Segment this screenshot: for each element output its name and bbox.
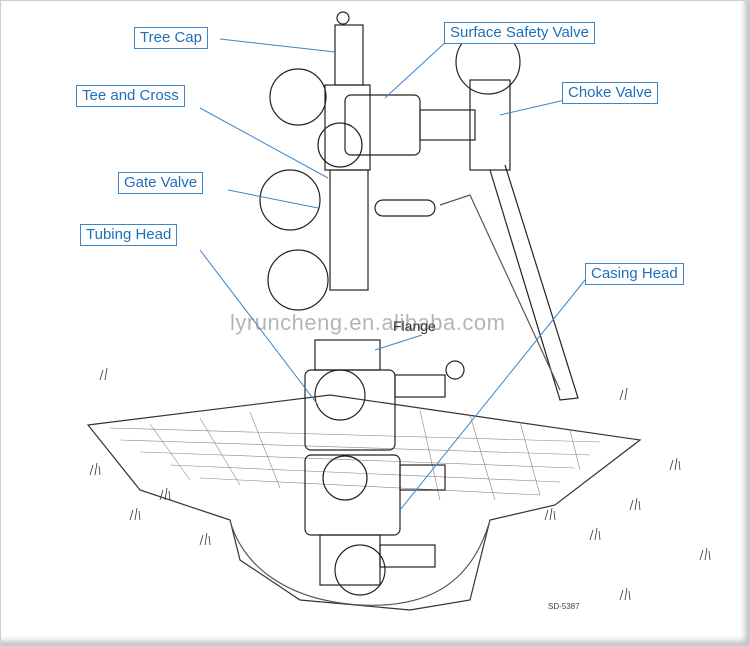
handwheel-tubing (314, 369, 366, 421)
tree-cap-gauge (336, 11, 350, 25)
label-choke-valve: Choke Valve (562, 82, 658, 104)
label-tubing-head: Tubing Head (80, 224, 178, 246)
casing-outlet (399, 464, 446, 491)
grating (109, 409, 601, 501)
pit-inner (229, 519, 491, 606)
tubing-head-body (304, 369, 396, 451)
label-gate-valve: Gate Valve (118, 172, 204, 194)
pressure-gauge (445, 360, 465, 380)
label-tree-cap: Tree Cap (134, 27, 208, 49)
pit-outline (86, 394, 642, 611)
handwheel-lower (334, 544, 386, 596)
flange-body (314, 339, 381, 371)
mid-body (329, 169, 369, 291)
leader-casing-head (399, 279, 586, 511)
leader-choke-valve (499, 99, 566, 116)
lower-outlet (379, 544, 436, 568)
handwheel-gate-1 (259, 169, 321, 231)
leader-tee-and-cross (199, 107, 329, 179)
upper-body (324, 84, 371, 171)
safety-valve-body (344, 94, 421, 156)
leader-lines (199, 38, 586, 511)
lower-body (319, 534, 381, 586)
tree-cap-body (334, 24, 364, 86)
label-surface-safety-valve: Surface Safety Valve (444, 22, 595, 44)
watermark-text: lyruncheng.en.alibaba.com (230, 310, 506, 335)
tubing-outlet (394, 374, 446, 398)
leader-tubing-head (199, 249, 319, 406)
label-tee-and-cross: Tee and Cross (76, 85, 185, 107)
side-pipe (374, 199, 436, 217)
label-flange: Flange (393, 318, 436, 334)
grass (89, 367, 711, 601)
flow-line (489, 164, 579, 401)
handwheel-cross (317, 122, 363, 168)
leader-gate-valve (227, 189, 319, 209)
side-line (439, 194, 561, 391)
wing-outlet (419, 109, 476, 141)
casing-head-body (304, 454, 401, 536)
leader-flange (374, 334, 423, 351)
leader-surface-safety-valve (384, 39, 449, 99)
drawing-code: SD-5387 (548, 602, 580, 611)
leader-tree-cap (219, 38, 336, 53)
handwheel-upper-left (269, 68, 327, 126)
handwheel-casing (322, 455, 368, 501)
label-casing-head: Casing Head (585, 263, 684, 285)
handwheel-gate-2 (267, 249, 329, 311)
